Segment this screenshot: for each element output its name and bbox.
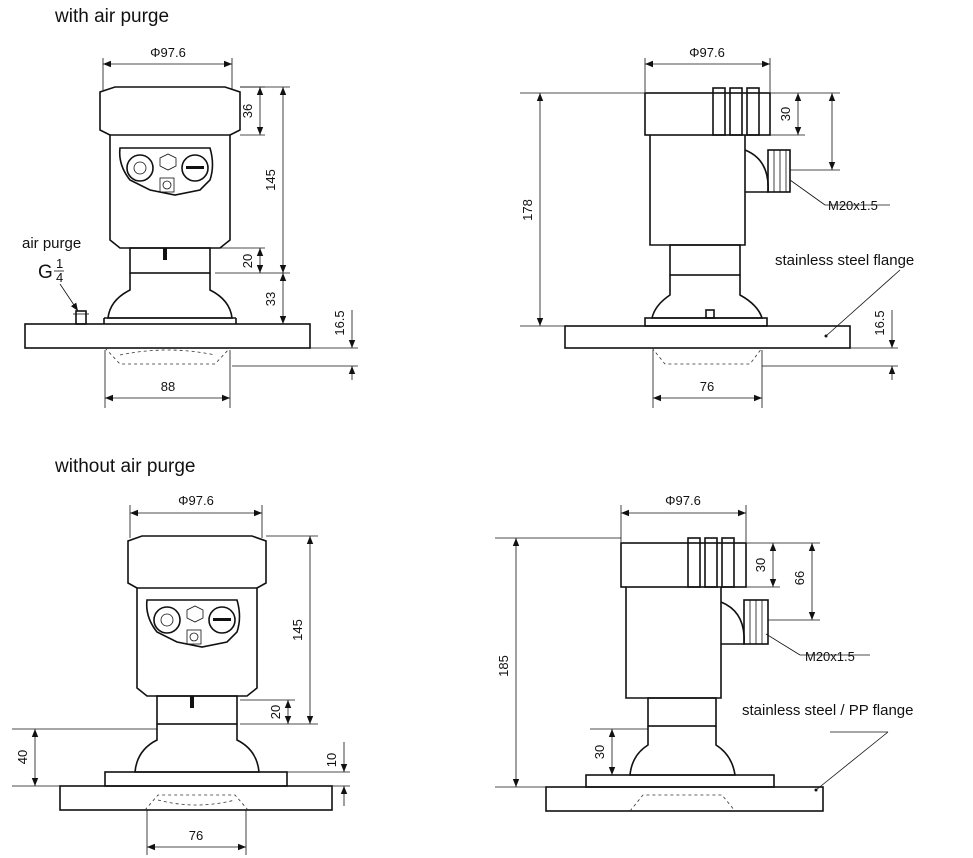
horn — [629, 726, 736, 776]
heading-without-air-purge: without air purge — [54, 456, 195, 477]
front-view-without-air-purge: Φ97.6 145 20 40 10 76 — [12, 493, 350, 855]
dim-flange-label: 16.5 — [332, 310, 347, 335]
neck-pin — [190, 696, 194, 708]
dim-antenna-label: 88 — [161, 379, 175, 394]
air-purge-label: air purge — [22, 235, 81, 252]
housing-body — [649, 135, 746, 246]
thread-letter: G — [38, 262, 53, 283]
flange-plate — [585, 774, 775, 788]
dim-horn-label: 33 — [263, 292, 278, 306]
dim-antenna-label: 76 — [189, 828, 203, 843]
side-view-with-air-purge: Φ97.6 178 30 M20x1.5 stainless steel fla… — [520, 45, 914, 408]
air-purge-fitting — [705, 309, 715, 319]
cap — [644, 92, 771, 136]
dim-diameter-label: Φ97.6 — [665, 493, 701, 508]
dim-diameter-label: Φ97.6 — [689, 45, 725, 60]
cap-rib — [687, 537, 701, 588]
flange-leader — [825, 269, 901, 337]
cable-gland — [767, 149, 791, 193]
antenna-outline — [144, 794, 249, 811]
thread-num: 1 — [56, 256, 63, 271]
antenna-outline — [629, 794, 736, 812]
antenna-outline — [651, 347, 763, 365]
dim-antenna-label: 76 — [700, 379, 714, 394]
flange — [59, 785, 333, 811]
horn — [107, 273, 233, 319]
horn — [134, 724, 260, 773]
dim-neck-label: 20 — [268, 705, 283, 719]
square-screw — [159, 177, 175, 193]
display-window — [145, 599, 241, 648]
air-purge-fitting — [75, 310, 87, 325]
knob-right — [181, 154, 209, 182]
knob-right — [208, 606, 236, 634]
side-view-without-air-purge: Φ97.6 185 30 66 M20x1.5 stainless steel … — [495, 493, 914, 812]
antenna-lens — [119, 349, 216, 356]
dim-cap-label: 30 — [753, 558, 768, 572]
cap — [620, 542, 747, 588]
neck — [129, 247, 211, 274]
square-screw-hole — [162, 180, 172, 190]
front-view-with-air-purge: Φ97.6 36 145 20 33 16.5 88 air purge G 1 — [22, 45, 358, 408]
knob-left — [126, 154, 154, 182]
cap-rib — [721, 537, 735, 588]
display-window — [118, 147, 214, 196]
neck-pin — [163, 248, 167, 260]
flange-label: stainless steel / PP flange — [742, 702, 914, 719]
cap-rib — [729, 87, 743, 136]
dim-diameter-label: Φ97.6 — [150, 45, 186, 60]
gland-hood — [744, 149, 769, 193]
knob-right-slot — [186, 166, 204, 169]
antenna-lens — [157, 799, 236, 806]
dim-total-label: 178 — [520, 199, 535, 221]
cap-rib — [712, 87, 726, 136]
neck — [156, 695, 238, 725]
gland-label: M20x1.5 — [805, 649, 855, 664]
antenna-outline — [104, 347, 231, 365]
gland-leader — [765, 633, 801, 656]
dim-horn-label: 30 — [592, 745, 607, 759]
dim-housing-label: 145 — [263, 169, 278, 191]
dim-plate-label: 10 — [324, 753, 339, 767]
dim-horn-label: 40 — [15, 750, 30, 764]
dim-top-label: 36 — [240, 104, 255, 118]
housing-outline — [99, 86, 241, 249]
dim-housing-label: 145 — [290, 619, 305, 641]
neck — [647, 697, 717, 727]
hex-screw — [159, 153, 177, 171]
gland-hood — [720, 601, 745, 645]
horn-base — [644, 317, 768, 327]
dim-gland-offset-label: 66 — [792, 571, 807, 585]
flange — [545, 786, 824, 812]
air-purge-leader — [59, 283, 79, 312]
knob-left — [153, 606, 181, 634]
dim-total-label: 185 — [496, 655, 511, 677]
horn — [650, 275, 764, 319]
square-screw-hole — [189, 632, 199, 642]
square-screw — [186, 629, 202, 645]
dim-neck-label: 20 — [240, 254, 255, 268]
knob-right-slot — [213, 618, 231, 621]
knob-left-inner — [160, 613, 174, 627]
heading-with-air-purge: with air purge — [54, 6, 169, 27]
thread-den: 4 — [56, 270, 63, 285]
housing-body — [625, 587, 722, 699]
flange — [24, 323, 311, 349]
neck — [669, 244, 741, 276]
dim-diameter-label: Φ97.6 — [178, 493, 214, 508]
flange-plate — [104, 771, 288, 787]
gland-leader — [789, 179, 826, 206]
dim-cap-label: 30 — [778, 107, 793, 121]
knob-left-inner — [133, 161, 147, 175]
flange — [564, 325, 851, 349]
flange-label: stainless steel flange — [775, 252, 914, 269]
cap-rib — [746, 87, 760, 136]
flange-leader — [815, 731, 889, 791]
gland-label: M20x1.5 — [828, 198, 878, 213]
cap-rib — [704, 537, 718, 588]
dim-flange-label: 16.5 — [872, 310, 887, 335]
hex-screw — [186, 605, 204, 623]
